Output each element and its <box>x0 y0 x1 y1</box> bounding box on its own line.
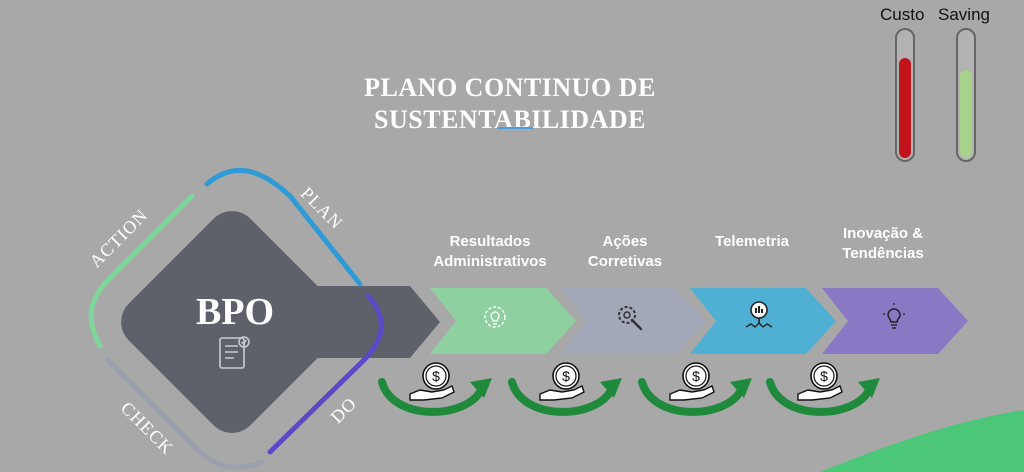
hand-coin-arrow-icon: $ <box>666 360 720 409</box>
gauge-label-saving: Saving <box>938 5 990 24</box>
plan-arc <box>204 167 363 287</box>
bpo-diamond <box>121 211 343 433</box>
gauge-custo-fill <box>899 58 911 158</box>
analytics-magnifier-icon <box>744 300 774 337</box>
step-label-acoes: Ações Corretivas <box>587 233 663 270</box>
saving-arrow <box>638 378 744 416</box>
do-arc <box>267 293 384 455</box>
hand-coin-arrow-icon: $ <box>794 360 848 409</box>
saving-arrow-head <box>470 378 492 398</box>
gauge-label-custo: Custo <box>880 5 925 24</box>
wrench-gear-icon <box>614 302 644 337</box>
saving-arrow <box>508 378 614 416</box>
hand-coin-arrow-icon: $ <box>406 360 460 409</box>
hand-coin-arrow-icon: $ <box>536 360 590 409</box>
bpo-label: BPO <box>195 291 275 333</box>
corner-decoration <box>820 410 1024 472</box>
saving-arrow-head <box>730 378 752 398</box>
step-inovacao-chevron <box>822 288 968 354</box>
saving-arrow <box>378 378 484 416</box>
lightbulb-icon <box>880 302 908 337</box>
step-label-resultados: Resultados Administrativos <box>433 233 547 270</box>
gauge-saving-fill <box>960 69 972 158</box>
svg-text:$: $ <box>562 368 570 384</box>
step-resultados-chevron <box>430 288 576 354</box>
step-telemetria-chevron <box>690 288 836 354</box>
title-line-2: SUSTENTABILIDADE <box>374 105 646 134</box>
lightbulb-gear-icon <box>482 304 508 337</box>
saving-arrow-head <box>600 378 622 398</box>
action-arc <box>88 193 195 349</box>
title-line-1: PLANO CONTINUO DE <box>364 73 656 102</box>
step-label-telemetria: Telemetria <box>715 233 789 250</box>
svg-text:$: $ <box>820 368 828 384</box>
document-gear-icon <box>216 334 252 379</box>
saving-arrow <box>766 378 872 416</box>
svg-text:$: $ <box>692 368 700 384</box>
diagram-title: PLANO CONTINUO DE SUSTENTABILIDADE <box>330 72 690 136</box>
check-arc <box>105 357 265 470</box>
title-underline <box>497 127 533 129</box>
saving-arrow-head <box>858 378 880 398</box>
gauge-custo <box>895 28 915 162</box>
step-label-inovacao: Inovação & Tendências <box>842 225 924 262</box>
svg-text:$: $ <box>432 368 440 384</box>
gauge-saving <box>956 28 976 162</box>
